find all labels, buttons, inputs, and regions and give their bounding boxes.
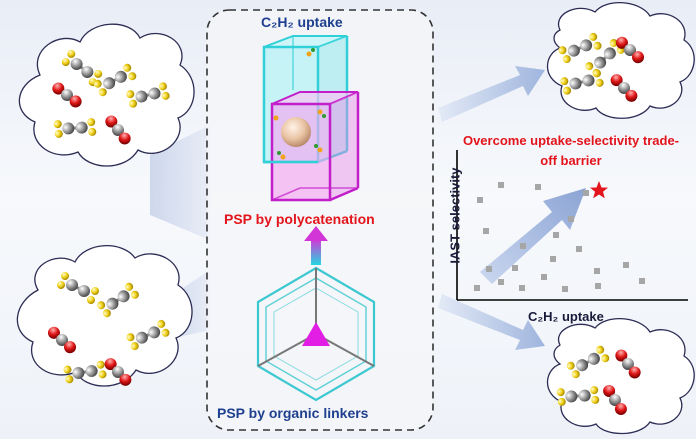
c2h2-molecule-icon [273,48,326,160]
pore-sphere-icon [281,117,311,147]
gas-cloud-icon [546,317,695,435]
gas-cloud-icon [18,23,195,167]
scatter-points [474,182,645,292]
lower-right-arrow [438,294,545,350]
hexagonal-linker-icon [256,266,376,402]
polycatenation-label: PSP by polycatenation [224,211,375,227]
inset-plot [456,150,688,301]
up-arrow [304,226,328,265]
top-title: C₂H₂ uptake [261,14,343,30]
x-axis-label: C₂H₂ uptake [528,309,604,324]
overcome-label: Overcome uptake-selectivity trade-off ba… [462,133,680,168]
gas-cloud-icon [546,1,695,119]
star-icon [590,181,608,199]
upper-right-arrow [438,66,545,122]
y-axis-label: IAST selectivity [447,167,463,264]
organic-linkers-label: PSP by organic linkers [217,405,369,421]
trend-arrow [480,188,586,284]
gas-cloud-icon [16,245,193,399]
upper-beam [150,125,210,240]
